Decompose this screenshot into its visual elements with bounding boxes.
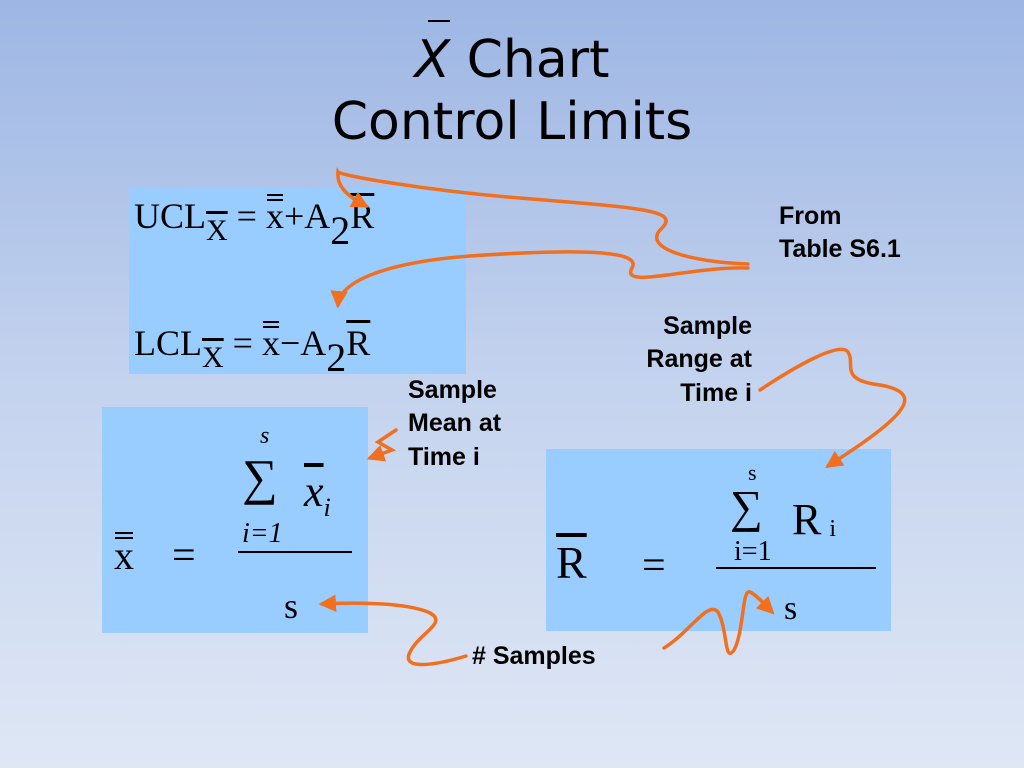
lcl-a-subscript: 2 bbox=[326, 335, 347, 380]
xbarbar-lhs: x bbox=[114, 532, 134, 578]
control-limits-box bbox=[129, 188, 466, 374]
rbar-fraction-line bbox=[716, 567, 876, 569]
rbar-lhs: R bbox=[556, 540, 587, 586]
xbarbar-term-subscript: i bbox=[323, 493, 331, 522]
lcl-formula: LCLX = x−A2R bbox=[134, 321, 371, 378]
rbar-denominator: s bbox=[784, 590, 798, 627]
ucl-plus: + bbox=[283, 196, 305, 236]
title-line-1: X Chart bbox=[0, 20, 1024, 90]
title-line-2: Control Limits bbox=[331, 92, 693, 152]
rbar-sigma: ∑ bbox=[730, 481, 763, 532]
num-samples-note: # Samples bbox=[472, 642, 596, 670]
ucl-formula: UCLX = x+A2R bbox=[134, 194, 374, 251]
ucl-a-subscript: 2 bbox=[330, 208, 351, 253]
rbar-sum-lower: i=1 bbox=[734, 536, 772, 567]
lcl-a: A bbox=[300, 323, 327, 363]
arrow-samples-to-rbar-denom bbox=[662, 590, 775, 655]
xbarbar-term: xi bbox=[304, 467, 331, 521]
arrow-table-to-a2-lower bbox=[330, 250, 750, 309]
rbar-term-r: R bbox=[792, 495, 822, 544]
sample-mean-line-3: Time i bbox=[408, 442, 480, 471]
lcl-subscript: X bbox=[202, 341, 224, 374]
xbarbar-symbol: x bbox=[114, 532, 134, 578]
rbar-formula-box bbox=[546, 449, 891, 631]
from-table-line-1: From bbox=[779, 202, 842, 230]
ucl-equals: = bbox=[236, 196, 257, 236]
lcl-equals: = bbox=[232, 323, 253, 363]
rbar-term-subscript: i bbox=[829, 516, 837, 542]
lcl-xbarbar: x bbox=[261, 321, 280, 363]
sample-mean-note: Sample Mean at Time i bbox=[408, 374, 501, 474]
xbarbar-fraction-line bbox=[238, 551, 352, 553]
title-chart-word: Chart bbox=[466, 30, 610, 90]
ucl-a: A bbox=[304, 196, 331, 236]
sample-range-line-1: Sample bbox=[663, 312, 752, 340]
xbarbar-sum-lower: i=1 bbox=[242, 518, 283, 549]
arrow-range-to-ri bbox=[758, 347, 907, 468]
sample-range-line-3: Time i bbox=[680, 378, 752, 407]
arrow-mean-to-xbar bbox=[366, 428, 398, 462]
lcl-rbar: R bbox=[346, 323, 371, 363]
ucl-label: UCL bbox=[134, 196, 206, 236]
xbarbar-sum-upper: s bbox=[260, 423, 270, 449]
lcl-label: LCL bbox=[134, 323, 202, 363]
title-xbar-symbol: X bbox=[414, 20, 451, 90]
sample-mean-line-2: Mean at bbox=[408, 409, 502, 438]
xbarbar-sigma: ∑ bbox=[242, 449, 278, 505]
xbarbar-equals: = bbox=[172, 533, 196, 579]
sample-range-line-2: Range at bbox=[646, 345, 752, 374]
from-table-line-2: Table S6.1 bbox=[779, 235, 901, 264]
rbar-equals: = bbox=[642, 543, 666, 589]
rbar-symbol: R bbox=[556, 537, 587, 588]
arrow-samples-to-xbar-denom bbox=[318, 594, 468, 667]
xbarbar-denominator: s bbox=[284, 586, 299, 626]
sample-range-note: Sample Range at Time i bbox=[610, 310, 752, 410]
xbarbar-term-xbar: x bbox=[304, 467, 324, 516]
from-table-note: From Table S6.1 bbox=[779, 200, 901, 267]
lcl-minus: − bbox=[279, 323, 301, 363]
arrow-table-to-a2-upper bbox=[336, 167, 750, 266]
sample-mean-line-1: Sample bbox=[408, 376, 497, 404]
rbar-sum-upper: s bbox=[748, 460, 757, 485]
ucl-subscript: X bbox=[206, 214, 228, 247]
ucl-xbarbar: x bbox=[265, 194, 284, 236]
